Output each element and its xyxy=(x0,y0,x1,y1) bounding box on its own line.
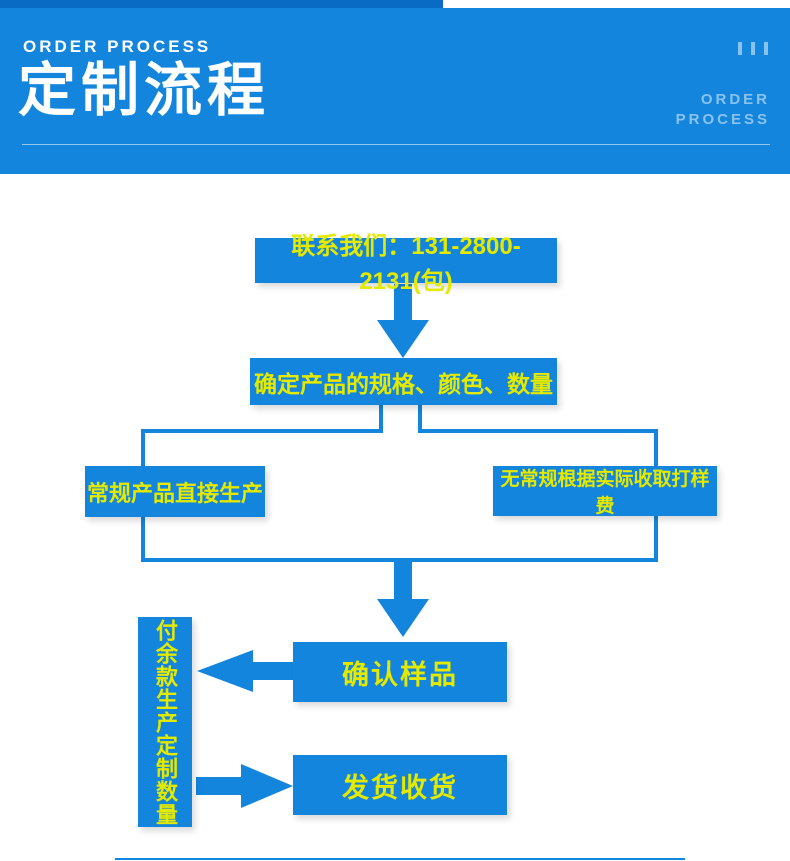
tick-marks-icon xyxy=(738,42,768,55)
flow-step-shipping: 发货收货 xyxy=(293,755,507,815)
flow-step-contact: 联系我们：131-2800-2131(包) xyxy=(255,233,557,295)
flowchart: 联系我们：131-2800-2131(包) 确定产品的规格、颜色、数量 常规产品… xyxy=(0,174,790,861)
arrow-head xyxy=(377,599,429,637)
flow-branch-sampling-fee: 无常规根据实际收取打样费 xyxy=(493,466,717,517)
arrow-shaft xyxy=(394,284,412,320)
connector-merge-line xyxy=(141,558,658,562)
hero-kicker: ORDER PROCESS xyxy=(23,37,212,56)
arrow-down-icon xyxy=(377,284,429,358)
flow-branch-regular-production: 常规产品直接生产 xyxy=(85,466,265,517)
flow-step-pay-balance: 付余款生产定制数量 xyxy=(138,617,192,827)
arrow-head xyxy=(377,320,429,358)
flow-step-confirm-sample: 确认样品 xyxy=(293,642,507,702)
arrow-left-icon xyxy=(197,650,293,692)
connector-stub-left xyxy=(379,403,383,433)
hero-watermark-line2: PROCESS xyxy=(675,111,770,128)
arrow-shaft xyxy=(394,562,412,599)
hero-top-accent-bar xyxy=(0,0,443,8)
hero-banner: ORDER PROCESS 定制流程 ORDER PROCESS xyxy=(0,0,790,174)
hero-background xyxy=(0,8,790,174)
page-title: 定制流程 xyxy=(18,58,271,123)
arrow-down-icon xyxy=(377,562,429,637)
hero-divider xyxy=(22,144,770,145)
connector-stub-right xyxy=(418,403,422,433)
arrow-shaft xyxy=(251,662,293,680)
connector-horizontal-right xyxy=(418,429,658,433)
footer-divider xyxy=(115,858,685,860)
hero-watermark: ORDER PROCESS xyxy=(676,90,770,130)
arrow-right-icon xyxy=(196,764,293,808)
arrow-head xyxy=(241,764,293,808)
arrow-shaft xyxy=(196,777,246,795)
arrow-head xyxy=(197,650,253,692)
flow-step-specification: 确定产品的规格、颜色、数量 xyxy=(250,358,557,405)
connector-horizontal-left xyxy=(141,429,383,433)
hero-watermark-line1: ORDER xyxy=(700,91,770,108)
